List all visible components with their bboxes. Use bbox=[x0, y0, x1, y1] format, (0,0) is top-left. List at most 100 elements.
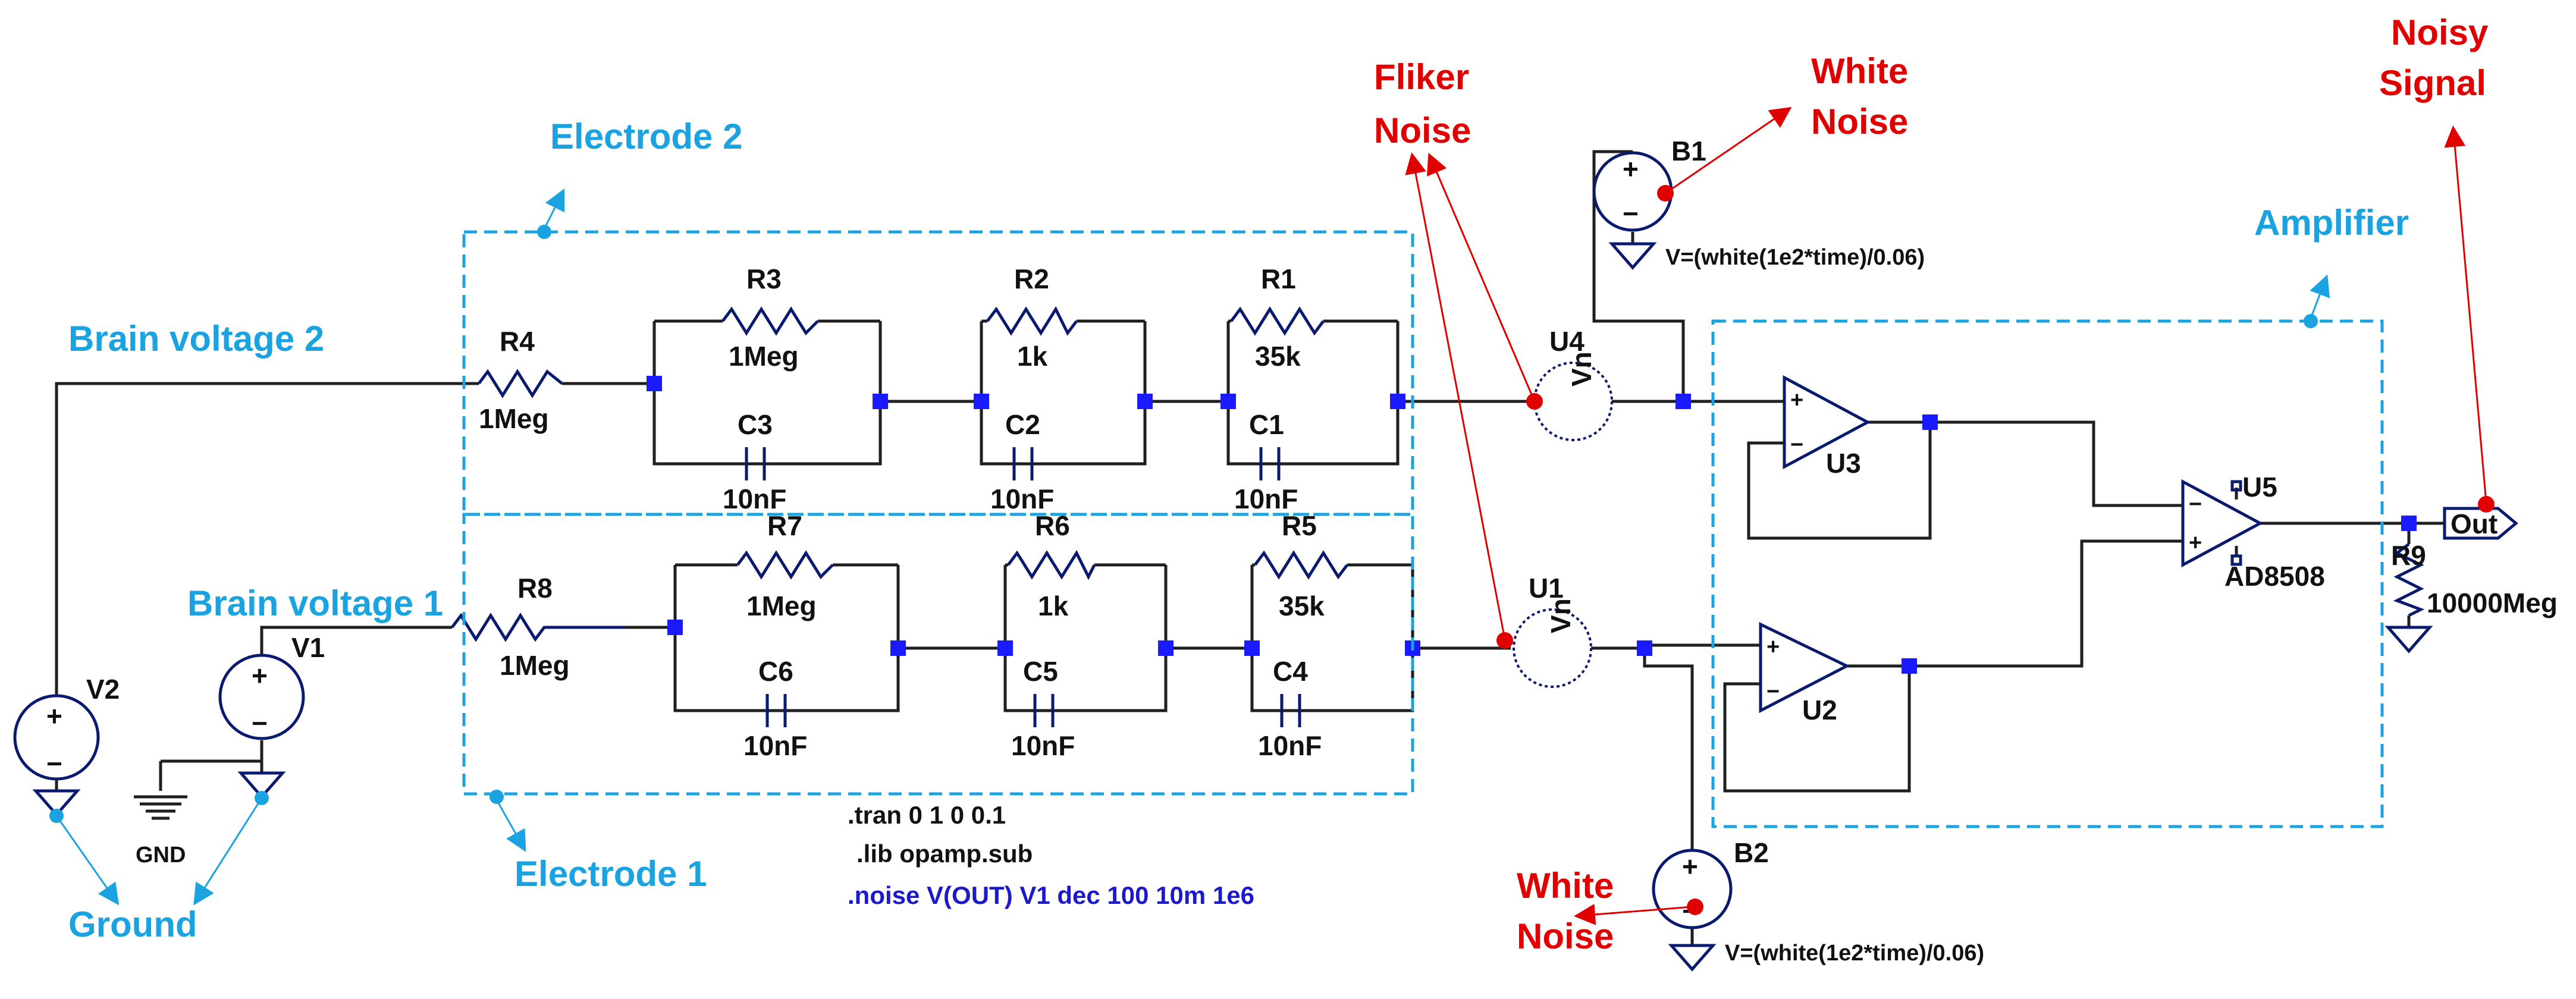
resistor-R4: R4 1Meg bbox=[478, 326, 563, 434]
svg-text:Fliker: Fliker bbox=[1374, 57, 1469, 97]
svg-text:1Meg: 1Meg bbox=[479, 403, 549, 434]
svg-text:C4: C4 bbox=[1273, 656, 1308, 687]
annotation-amplifier: Amplifier bbox=[2254, 203, 2409, 328]
svg-text:−: − bbox=[46, 748, 62, 779]
u5-supply-pins bbox=[2230, 480, 2242, 566]
svg-text:R8: R8 bbox=[517, 573, 553, 604]
voltage-source-V2: + − V2 bbox=[13, 674, 120, 781]
svg-text:Vn: Vn bbox=[1566, 351, 1597, 387]
svg-text:10nF: 10nF bbox=[723, 483, 786, 514]
annotation-brain-voltage-1: Brain voltage 1 bbox=[187, 583, 443, 623]
annotation-white-noise-top: White Noise bbox=[1657, 51, 1908, 202]
svg-text:U1: U1 bbox=[1529, 573, 1564, 604]
svg-text:C3: C3 bbox=[738, 409, 773, 440]
svg-text:R4: R4 bbox=[500, 326, 535, 357]
svg-text:+: + bbox=[1790, 388, 1803, 413]
resistor-R2: R2 1k bbox=[986, 263, 1078, 372]
svg-text:+: + bbox=[1623, 153, 1639, 184]
svg-text:+: + bbox=[252, 660, 268, 691]
svg-text:Electrode 1: Electrode 1 bbox=[514, 854, 707, 894]
svg-text:−: − bbox=[252, 708, 268, 739]
opamp-U3: + − U3 bbox=[1783, 375, 1871, 479]
capacitor-C4: C4 10nF bbox=[1258, 656, 1322, 761]
svg-text:Amplifier: Amplifier bbox=[2254, 203, 2409, 243]
resistor-R8: R8 1Meg bbox=[451, 573, 625, 681]
svg-text:White: White bbox=[1517, 866, 1614, 906]
opamp-U5: − + U5 AD8508 bbox=[2181, 472, 2325, 592]
svg-text:Brain voltage 2: Brain voltage 2 bbox=[68, 319, 324, 359]
svg-text:10000Meg: 10000Meg bbox=[2427, 588, 2558, 618]
resistor-R6: R6 1k bbox=[1007, 510, 1096, 621]
svg-text:.tran 0 1 0 0.1: .tran 0 1 0 0.1 bbox=[848, 801, 1006, 829]
ground-symbol-v1 bbox=[237, 771, 286, 799]
svg-text:AD8508: AD8508 bbox=[2224, 561, 2325, 592]
opamp-U2: + − U2 bbox=[1759, 622, 1850, 725]
resistor-R3: R3 1Meg bbox=[721, 263, 819, 372]
capacitor-C5: C5 10nF bbox=[1011, 656, 1075, 761]
capacitor-C2: C2 10nF bbox=[990, 409, 1054, 514]
spice-directives: .tran 0 1 0 0.1 .lib opamp.sub .noise V(… bbox=[848, 801, 1254, 909]
output-port: Out bbox=[2443, 507, 2518, 540]
noise-source-U4: Vn U4 bbox=[1533, 326, 1613, 441]
junction-nodes bbox=[647, 376, 2417, 674]
svg-text:B2: B2 bbox=[1734, 837, 1769, 868]
svg-text:C1: C1 bbox=[1249, 409, 1284, 440]
svg-text:10nF: 10nF bbox=[1011, 730, 1075, 761]
amplifier-box bbox=[1711, 319, 2384, 828]
svg-text:Electrode 2: Electrode 2 bbox=[550, 117, 742, 156]
svg-text:.noise V(OUT) V1 dec 100 10m 1: .noise V(OUT) V1 dec 100 10m 1e6 bbox=[848, 881, 1254, 909]
svg-text:1k: 1k bbox=[1017, 341, 1048, 372]
svg-text:B1: B1 bbox=[1671, 136, 1706, 166]
svg-text:1Meg: 1Meg bbox=[746, 590, 817, 621]
svg-text:Noise: Noise bbox=[1811, 102, 1908, 142]
svg-text:V=(white(1e2*time)/0.06): V=(white(1e2*time)/0.06) bbox=[1725, 941, 1984, 966]
svg-text:C6: C6 bbox=[758, 656, 793, 687]
ground-symbol-r9 bbox=[2384, 626, 2433, 654]
svg-text:U5: U5 bbox=[2242, 472, 2277, 502]
svg-text:V2: V2 bbox=[86, 674, 120, 705]
svg-text:Noise: Noise bbox=[1374, 111, 1471, 150]
svg-text:−: − bbox=[1767, 679, 1780, 704]
svg-text:1Meg: 1Meg bbox=[500, 650, 570, 681]
svg-text:+: + bbox=[2189, 530, 2202, 555]
svg-text:U4: U4 bbox=[1549, 326, 1584, 357]
svg-text:Ground: Ground bbox=[68, 904, 197, 944]
ground-symbol-b1 bbox=[1608, 242, 1657, 270]
svg-text:−: − bbox=[2189, 492, 2202, 517]
annotation-electrode-2: Electrode 2 bbox=[537, 117, 742, 239]
svg-text:Brain voltage 1: Brain voltage 1 bbox=[187, 583, 443, 623]
svg-text:U2: U2 bbox=[1802, 695, 1837, 725]
svg-text:White: White bbox=[1811, 51, 1908, 91]
voltage-source-V1: V1 + − V1 bbox=[218, 632, 325, 740]
noise-source-U1: Vn U1 bbox=[1513, 573, 1592, 688]
svg-text:10nF: 10nF bbox=[1234, 483, 1298, 514]
svg-text:R9: R9 bbox=[2391, 540, 2426, 571]
svg-text:Signal: Signal bbox=[2379, 63, 2486, 103]
annotation-brain-voltage-2: Brain voltage 2 bbox=[68, 319, 324, 359]
ground-symbol-v2 bbox=[32, 789, 81, 817]
svg-text:V=(white(1e2*time)/0.06): V=(white(1e2*time)/0.06) bbox=[1665, 245, 1925, 270]
voltage-source-B1: + − B1 V=(white(1e2*time)/0.06) bbox=[1592, 136, 1925, 270]
svg-text:R3: R3 bbox=[746, 263, 782, 294]
svg-text:1k: 1k bbox=[1038, 590, 1069, 621]
svg-text:−: − bbox=[1790, 432, 1803, 457]
capacitor-C1: C1 10nF bbox=[1234, 409, 1298, 514]
resistor-R5: R5 35k bbox=[1254, 510, 1348, 621]
wires bbox=[55, 150, 2445, 945]
svg-text:Noise: Noise bbox=[1517, 916, 1614, 956]
svg-text:Vn: Vn bbox=[1545, 598, 1576, 633]
svg-text:Noisy: Noisy bbox=[2391, 12, 2489, 52]
svg-text:+: + bbox=[1767, 634, 1780, 659]
resistor-R7: R7 1Meg bbox=[736, 510, 834, 621]
svg-text:U3: U3 bbox=[1826, 448, 1861, 479]
svg-text:R2: R2 bbox=[1014, 263, 1049, 294]
resistor-R1: R1 35k bbox=[1230, 263, 1325, 372]
annotation-ground: Ground bbox=[49, 791, 269, 944]
svg-text:C5: C5 bbox=[1023, 656, 1058, 687]
capacitor-C6: C6 10nF bbox=[743, 656, 807, 761]
svg-text:Out: Out bbox=[2451, 508, 2497, 539]
svg-text:10nF: 10nF bbox=[743, 730, 807, 761]
ground-symbol-gnd: GND bbox=[134, 795, 187, 868]
svg-text:35k: 35k bbox=[1279, 590, 1325, 621]
